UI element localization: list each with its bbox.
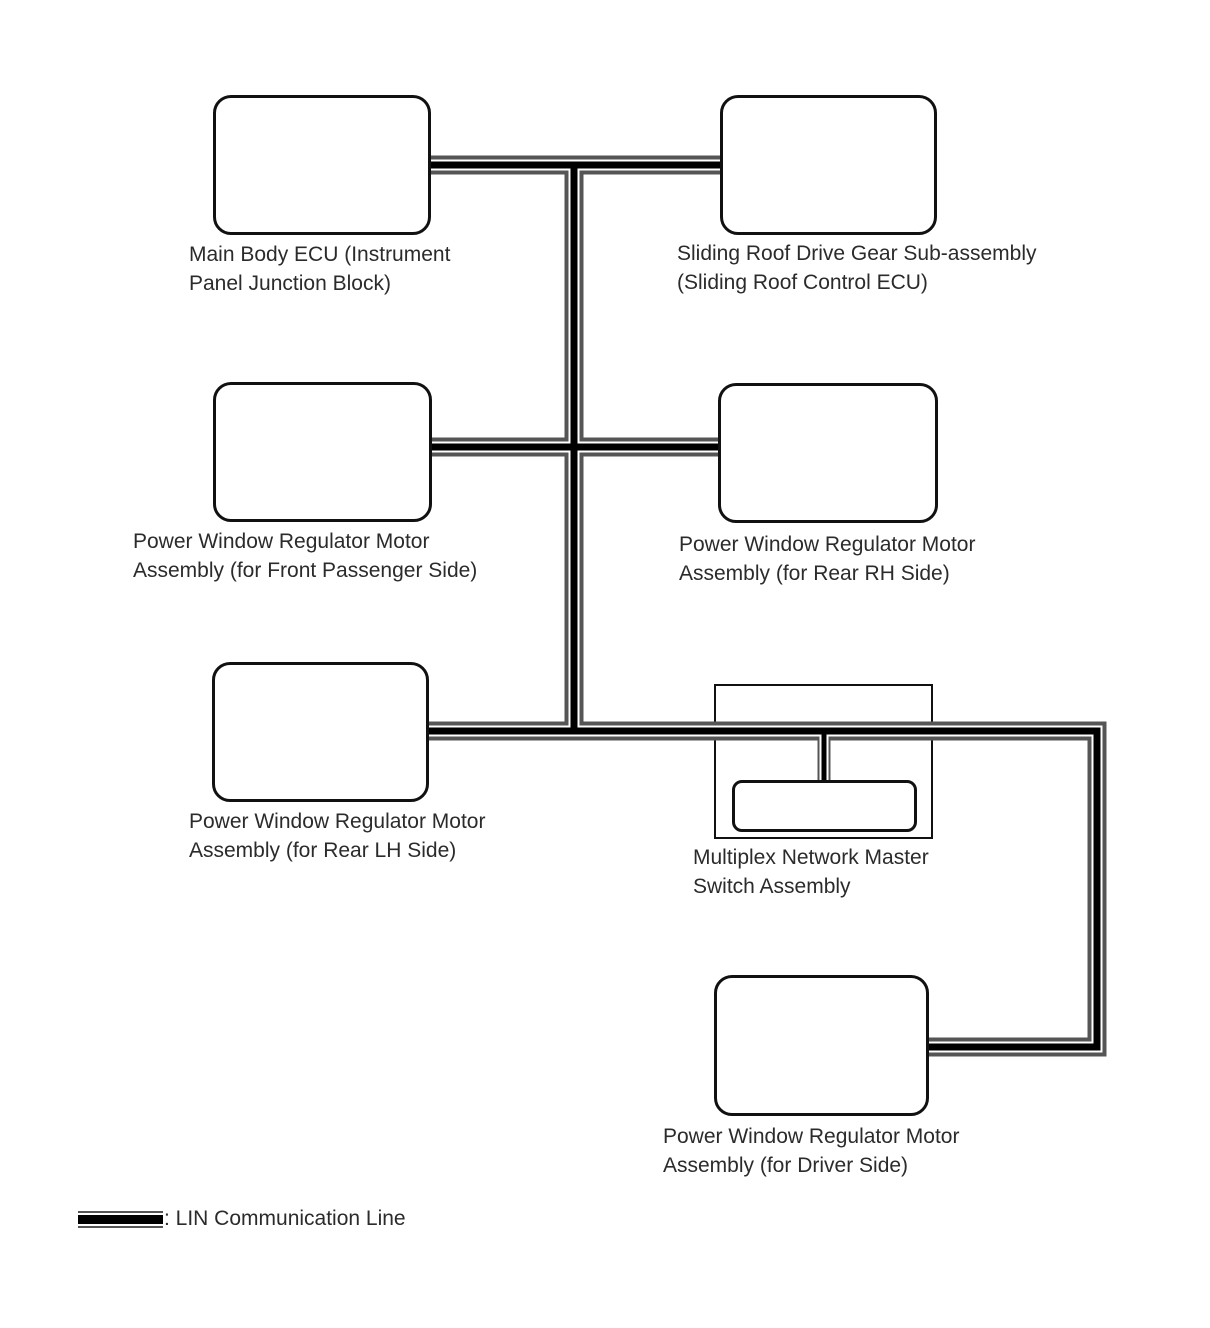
label-line: (Sliding Roof Control ECU) (677, 271, 928, 294)
label-line: Multiplex Network Master (693, 846, 929, 869)
node-box-pw-motor-front-passenger (213, 382, 432, 522)
node-label-sliding-roof-drive-gear: Sliding Roof Drive Gear Sub-assembly (Sl… (677, 239, 1036, 297)
node-box-multiplex-switch-inner (732, 780, 917, 832)
node-box-pw-motor-rear-rh (718, 383, 938, 523)
label-line: Power Window Regulator Motor (663, 1125, 960, 1148)
node-label-pw-motor-rear-lh: Power Window Regulator Motor Assembly (f… (189, 807, 485, 865)
node-label-pw-motor-driver: Power Window Regulator Motor Assembly (f… (663, 1122, 959, 1180)
label-line: Panel Junction Block) (189, 272, 391, 295)
label-line: Power Window Regulator Motor (679, 533, 976, 556)
node-box-pw-motor-driver (714, 975, 929, 1116)
label-line: Sliding Roof Drive Gear Sub-assembly (677, 242, 1037, 265)
node-box-multiplex-network-master-switch (714, 684, 933, 839)
label-line: Assembly (for Rear RH Side) (679, 562, 950, 585)
node-box-sliding-roof-drive-gear (720, 95, 937, 235)
node-box-pw-motor-rear-lh (212, 662, 429, 802)
label-line: Power Window Regulator Motor (133, 530, 430, 553)
label-line: Assembly (for Driver Side) (663, 1154, 909, 1177)
node-label-main-body-ecu: Main Body ECU (Instrument Panel Junction… (189, 240, 450, 298)
label-line: Power Window Regulator Motor (189, 810, 486, 833)
node-label-pw-motor-rear-rh: Power Window Regulator Motor Assembly (f… (679, 530, 975, 588)
legend-label: : LIN Communication Line (164, 1207, 406, 1230)
label-line: Main Body ECU (Instrument (189, 243, 451, 266)
lin-line-bottom (423, 727, 1101, 1051)
node-box-main-body-ecu (213, 95, 431, 235)
lin-line-swatch (78, 1211, 163, 1228)
label-line: Switch Assembly (693, 875, 851, 898)
node-label-pw-motor-front-passenger: Power Window Regulator Motor Assembly (f… (133, 527, 477, 585)
node-label-multiplex-network-master-switch: Multiplex Network Master Switch Assembly (693, 843, 929, 901)
label-line: Assembly (for Rear LH Side) (189, 839, 457, 862)
label-line: Assembly (for Front Passenger Side) (133, 559, 478, 582)
legend: : LIN Communication Line (78, 1204, 406, 1233)
